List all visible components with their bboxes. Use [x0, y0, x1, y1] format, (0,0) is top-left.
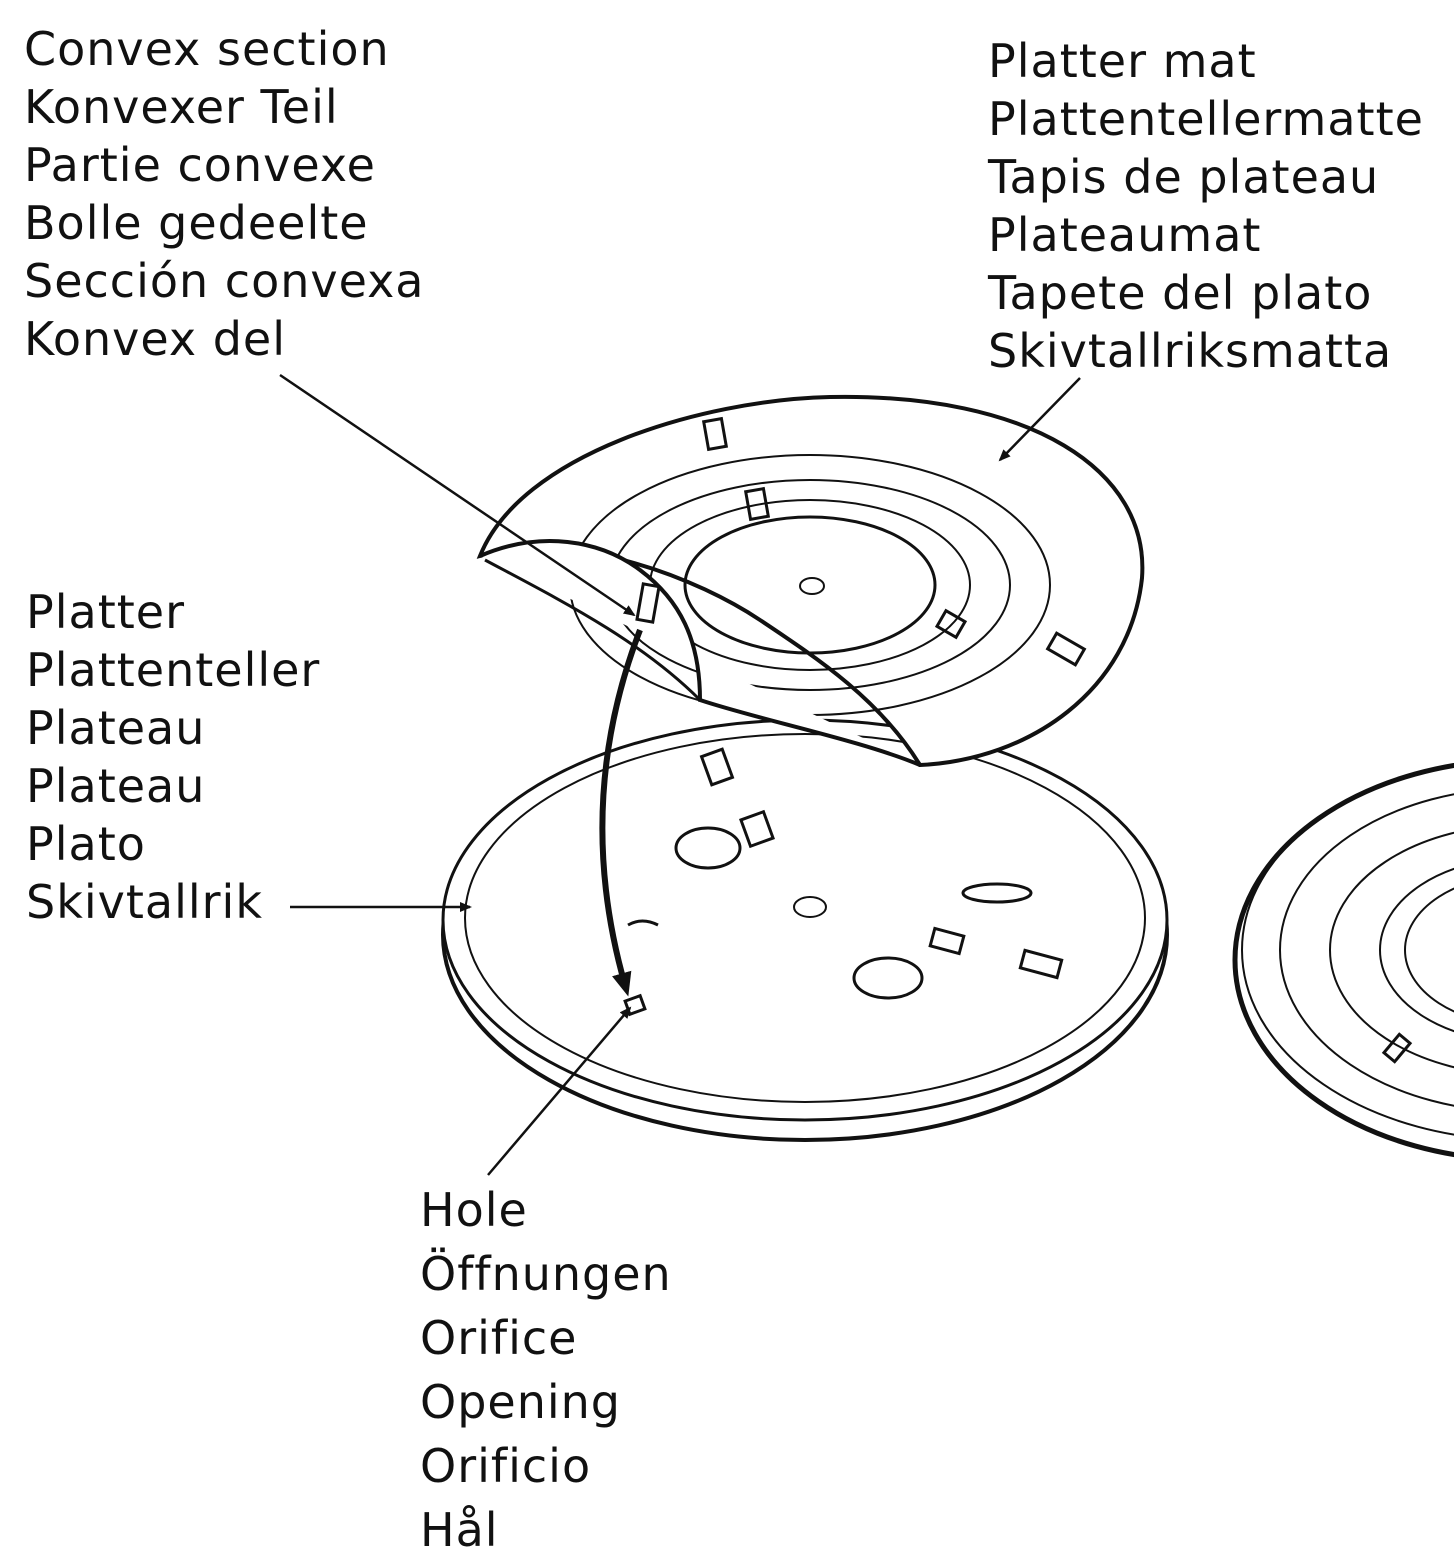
- label-line: Sección convexa: [24, 252, 425, 310]
- label-line: Konvex del: [24, 310, 425, 368]
- label-line: Plato: [26, 815, 320, 873]
- label-line: Convex section: [24, 20, 425, 78]
- label-line: Plateau: [26, 757, 320, 815]
- platter-mat-labels: Platter mat Plattentellermatte Tapis de …: [988, 32, 1424, 380]
- label-line: Partie convexe: [24, 136, 425, 194]
- label-line: Plateau: [26, 699, 320, 757]
- label-line: Orificio: [420, 1434, 672, 1498]
- label-line: Bolle gedeelte: [24, 194, 425, 252]
- label-line: Hole: [420, 1178, 672, 1242]
- label-line: Opening: [420, 1370, 672, 1434]
- label-line: Orifice: [420, 1306, 672, 1370]
- label-line: Skivtallrik: [26, 873, 320, 931]
- convex-section-labels: Convex section Konvexer Teil Partie conv…: [24, 20, 425, 368]
- label-line: Plattentellermatte: [988, 90, 1424, 148]
- label-line: Hål: [420, 1498, 672, 1562]
- label-line: Platter: [26, 583, 320, 641]
- label-line: Platter mat: [988, 32, 1424, 90]
- label-line: Konvexer Teil: [24, 78, 425, 136]
- label-line: Tapis de plateau: [988, 148, 1424, 206]
- hole-labels: Hole Öffnungen Orifice Opening Orificio …: [420, 1178, 672, 1562]
- platter-mat: [480, 397, 1142, 765]
- label-line: Skivtallriksmatta: [988, 322, 1424, 380]
- record-disc-partial: [1235, 760, 1454, 1160]
- label-line: Öffnungen: [420, 1242, 672, 1306]
- label-line: Tapete del plato: [988, 264, 1424, 322]
- label-line: Plateaumat: [988, 206, 1424, 264]
- label-line: Plattenteller: [26, 641, 320, 699]
- platter-labels: Platter Plattenteller Plateau Plateau Pl…: [26, 583, 320, 931]
- platter-disc: [443, 720, 1167, 1140]
